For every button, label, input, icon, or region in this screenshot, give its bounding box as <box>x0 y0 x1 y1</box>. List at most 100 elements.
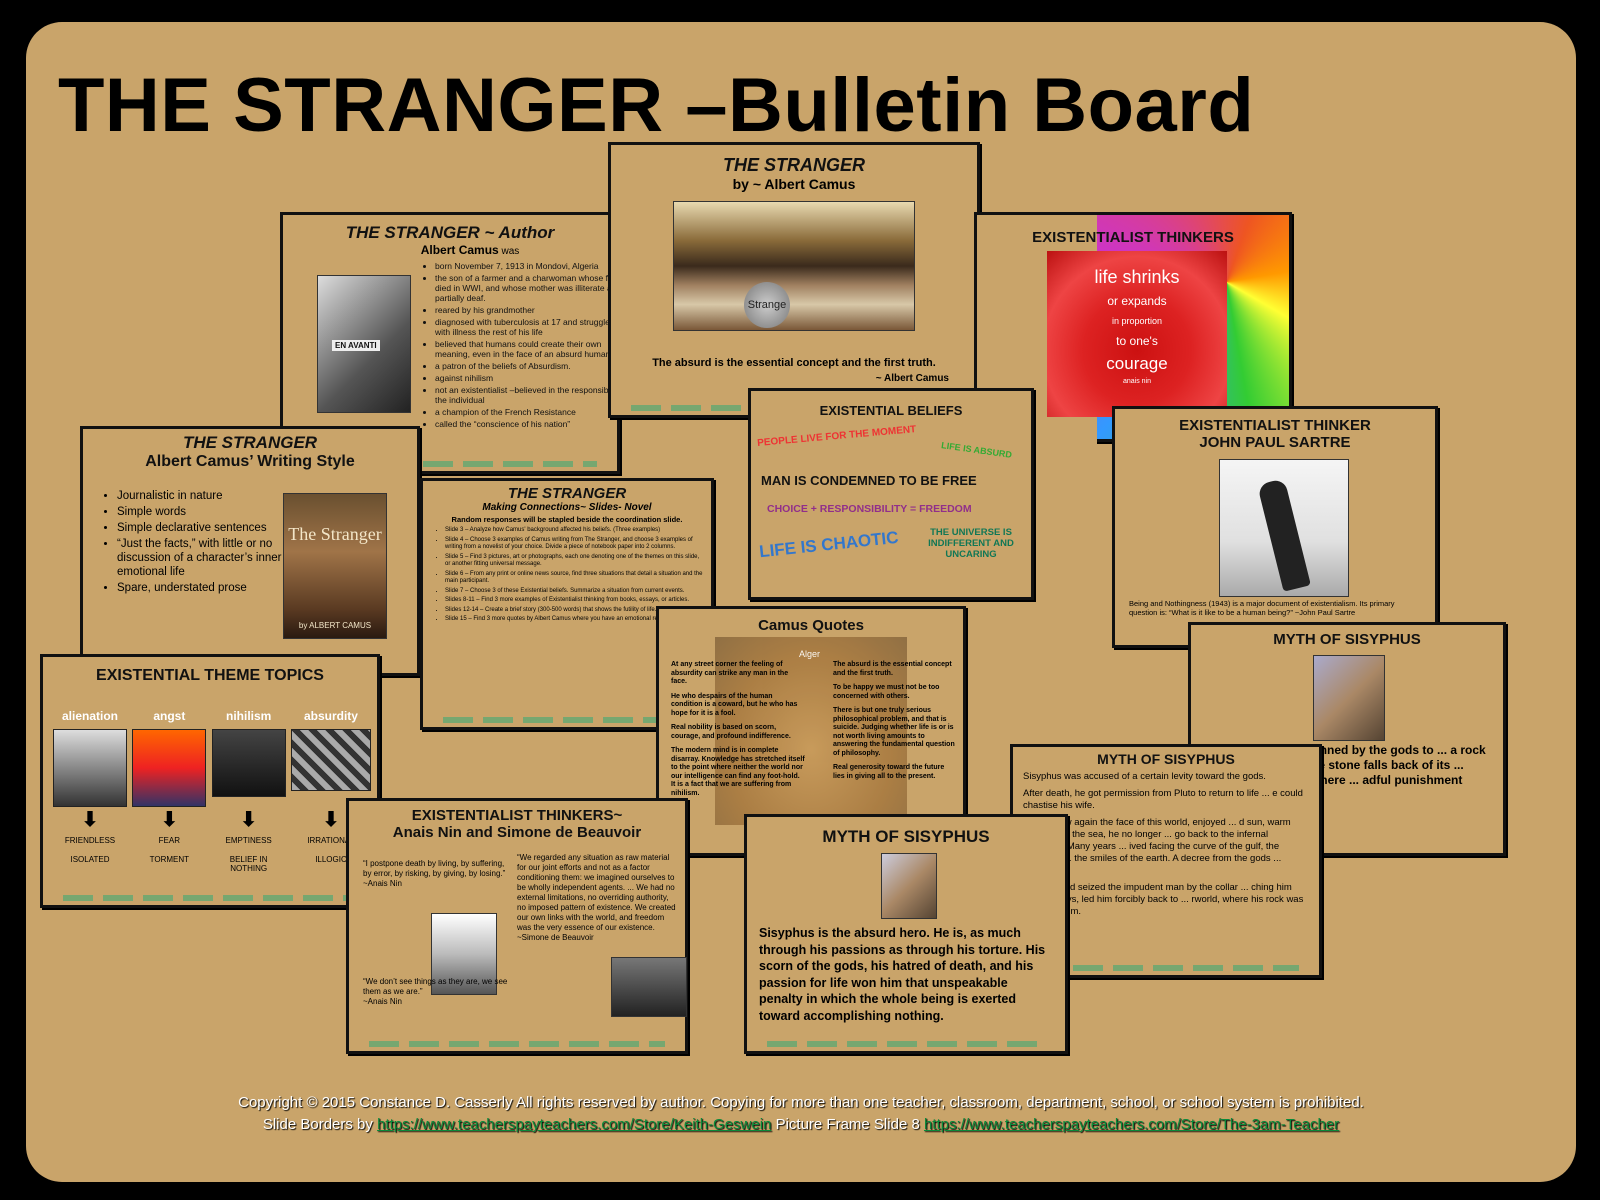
theme-image-1 <box>53 729 127 807</box>
nin-q3-author: ~Anais Nin <box>363 997 402 1006</box>
slide-thinkers: EXISTENTIALIST THINKERS life shrinks or … <box>974 212 1292 445</box>
theme-result-2a: FEAR <box>158 836 180 845</box>
connection-task: Slides 12-14 – Create a brief story (300… <box>445 607 703 615</box>
theme-col-3: nihilism ⬇ EMPTINESS BELIEF IN NOTHING <box>211 709 286 873</box>
belief-3: MAN IS CONDEMNED TO BE FREE <box>761 473 977 488</box>
slide-style-list: Journalistic in natureSimple wordsSimple… <box>101 489 297 597</box>
page-title: THE STRANGER –Bulletin Board <box>58 63 1255 148</box>
author-fact: against nihilism <box>435 373 631 383</box>
slide-author-lead-line: Albert Camus was <box>323 243 617 257</box>
arrow-down-icon: ⬇ <box>81 809 99 831</box>
camus-photo: EN AVANTI <box>317 275 411 413</box>
courage-poster: life shrinks or expands in proportion to… <box>1047 251 1227 417</box>
slide-thinkers-title: EXISTENTIALIST THINKERS <box>1032 229 1234 246</box>
slide-author-lead: Albert Camus <box>420 243 499 257</box>
poster-l5: courage <box>1106 354 1168 373</box>
connection-task: Slide 6 – From any print or online news … <box>445 571 703 586</box>
author-fact: a patron of the beliefs of Absurdism. <box>435 361 631 371</box>
theme-result-4a: IRRATIONAL <box>307 836 355 845</box>
connection-task: Slide 7 – Choose 3 of these Existential … <box>445 588 703 596</box>
author-fact: reared by his grandmother <box>435 305 631 315</box>
3am-teacher-link[interactable]: https://www.teacherspayteachers.com/Stor… <box>923 1116 1340 1133</box>
sartre-photo <box>1219 459 1349 597</box>
center-quote-author: ~ Albert Camus <box>875 373 949 384</box>
beauvoir-photo <box>611 957 687 1017</box>
nin-q1-author: ~Anais Nin <box>363 879 402 888</box>
camus-quote: Real generosity toward the future lies i… <box>833 764 945 780</box>
style-point: “Just the facts,” with little or no disc… <box>117 537 297 579</box>
nin-quote-1: “I postpone death by living, by sufferin… <box>363 859 511 889</box>
slide-writing-style: THE STRANGER Albert Camus’ Writing Style… <box>80 426 420 676</box>
style-point: Simple words <box>117 505 297 519</box>
connection-task: Slide 5 – Find 3 pictures, art or photog… <box>445 554 703 569</box>
connection-task: Slide 4 – Choose 3 examples of Camus wri… <box>445 537 703 552</box>
author-fact: born November 7, 1913 in Mondovi, Algeri… <box>435 261 631 271</box>
theme-topic-2: angst <box>153 709 186 723</box>
theme-topic-1: alienation <box>61 709 118 723</box>
theme-topic-3: nihilism <box>225 709 272 723</box>
theme-result-3b: BELIEF IN NOTHING <box>229 855 268 873</box>
algeria-map: Alger <box>715 637 907 825</box>
slide-sartre-title2: JOHN PAUL SARTRE <box>1199 434 1351 451</box>
poster-l4: to one's <box>1116 334 1158 348</box>
poster-l2: or expands <box>1107 294 1167 308</box>
theme-result-3a: EMPTINESS <box>225 836 272 845</box>
slide-themes-title: EXISTENTIAL THEME TOPICS <box>96 667 324 684</box>
slide-title: THE STRANGER by ~ Albert Camus Strange T… <box>608 142 980 418</box>
camus-quote: The modern mind is in complete disarray.… <box>671 747 805 797</box>
slide-sisyphus-3: MYTH OF SISYPHUS Sisyphus is the absurd … <box>744 814 1068 1054</box>
nin-q1: “I postpone death by living, by sufferin… <box>363 859 506 878</box>
book-word: Strange <box>744 282 790 328</box>
slide-themes: EXISTENTIAL THEME TOPICS alienation ⬇ FR… <box>40 654 380 908</box>
beauvoir-quote: “We regarded any situation as raw materi… <box>517 853 679 943</box>
credits-prefix: Slide Borders by <box>262 1116 378 1133</box>
cover-author: by ALBERT CAMUS <box>298 621 372 630</box>
slide-title-subtitle: by ~ Albert Camus <box>732 176 856 192</box>
slide-quotes-title: Camus Quotes <box>758 617 864 634</box>
belief-6: THE UNIVERSE IS INDIFFERENT AND UNCARING <box>928 527 1014 560</box>
belief-4: CHOICE + RESPONSIBILITY = FREEDOM <box>767 503 972 515</box>
theme-result-1a: FRIENDLESS <box>64 836 116 845</box>
slide-sartre-title1: EXISTENTIALIST THINKER <box>1179 417 1371 434</box>
style-point: Spare, understated prose <box>117 581 297 595</box>
sisyphus-small-painting <box>881 853 937 919</box>
camus-quote: The absurd is the essential concept and … <box>833 661 952 677</box>
keith-geswein-link[interactable]: https://www.teacherspayteachers.com/Stor… <box>377 1116 772 1133</box>
slide-sartre: EXISTENTIALIST THINKER JOHN PAUL SARTRE … <box>1112 406 1438 648</box>
camus-photo-caption: EN AVANTI <box>332 340 380 351</box>
author-fact: not an existentialist –believed in the r… <box>435 385 631 405</box>
style-point: Journalistic in nature <box>117 489 297 503</box>
quotes-right: The absurd is the essential concept and … <box>833 661 957 787</box>
nin-photo <box>431 913 497 995</box>
slide-sisyphus2-title: MYTH OF SISYPHUS <box>1097 751 1235 767</box>
style-point: Simple declarative sentences <box>117 521 297 535</box>
sisyphus3-text: Sisyphus is the absurd hero. He is, as m… <box>759 926 1046 1023</box>
slide-author-title: THE STRANGER ~ Author <box>345 223 555 242</box>
sartre-caption: Being and Nothingness (1943) is a major … <box>1129 599 1395 617</box>
belief-1: PEOPLE LIVE FOR THE MOMENT <box>756 424 917 449</box>
copyright-line: Copyright © 2015 Constance D. Casserly A… <box>238 1094 1364 1111</box>
camus-quote: He who despairs of the human condition i… <box>671 692 798 717</box>
camus-quote: Real nobility is based on scorn, courage… <box>671 724 791 740</box>
center-quote: The absurd is the essential concept and … <box>652 357 936 369</box>
camus-quote: There is but one truly serious philosoph… <box>833 707 955 757</box>
author-fact: called the “conscience of his nation” <box>435 419 631 429</box>
themes-row: alienation ⬇ FRIENDLESS ISOLATED angst ⬇… <box>53 709 371 873</box>
camus-quote: To be happy we must not be too concerned… <box>833 684 940 700</box>
belief-2: LIFE IS ABSURD <box>940 440 1013 460</box>
slide-footer <box>1033 965 1299 971</box>
slide-sisyphus3-title: MYTH OF SISYPHUS <box>822 827 990 846</box>
slide-beliefs: EXISTENTIAL BELIEFS PEOPLE LIVE FOR THE … <box>748 388 1034 600</box>
slide-conn-title: THE STRANGER <box>507 485 627 502</box>
theme-result-4b: ILLOGIC <box>315 855 347 864</box>
poster-l6: anais nin <box>1122 378 1152 385</box>
theme-col-4: absurdity ⬇ IRRATIONAL ILLOGIC <box>290 709 371 873</box>
slide-style-subtitle: Albert Camus’ Writing Style <box>145 453 355 470</box>
sisyphus2-p1: Sisyphus was accused of a certain levity… <box>1023 771 1266 782</box>
slide-conn-intro: Random responses will be stapled beside … <box>451 515 683 524</box>
theme-result-2b: TORMENT <box>149 855 190 864</box>
slide-style-title: THE STRANGER <box>182 433 318 452</box>
slide-nin-title1: EXISTENTIALIST THINKERS~ <box>411 807 623 824</box>
quotes-left: At any street corner the feeling of absu… <box>671 661 805 804</box>
author-fact: believed that humans could create their … <box>435 339 631 359</box>
